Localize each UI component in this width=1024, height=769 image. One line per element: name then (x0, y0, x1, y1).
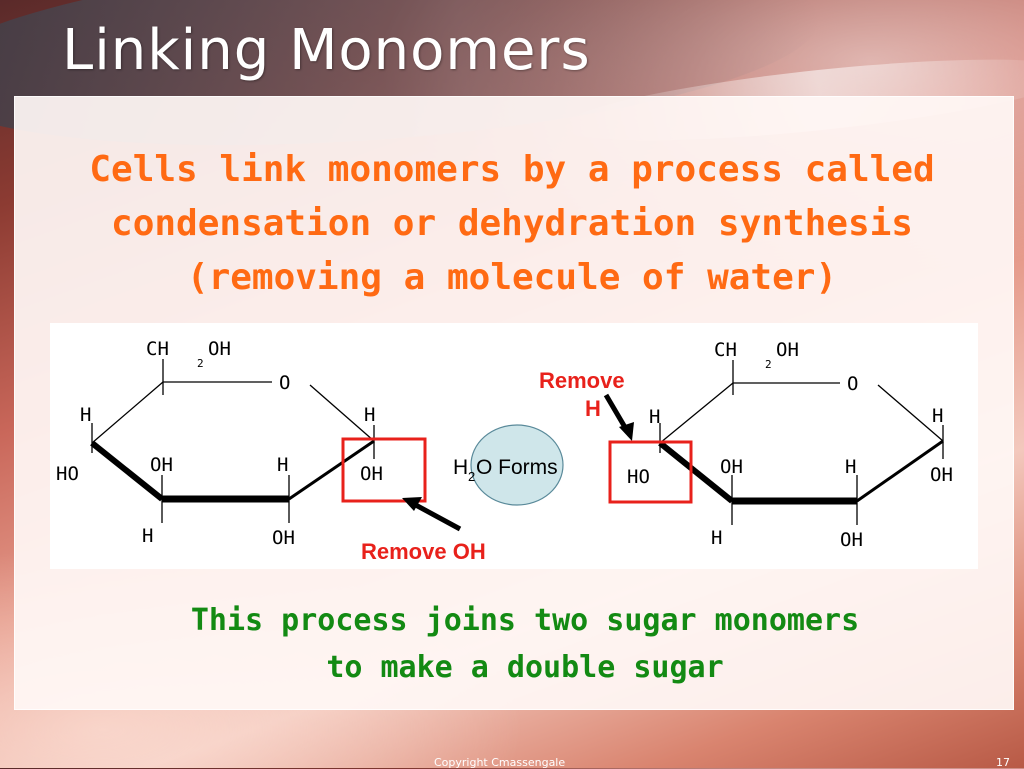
slide-title: Linking Monomers (62, 18, 591, 83)
diagram-svg: CH 2 OH O H H HO OH H OH H OH (56, 338, 953, 564)
right-bond-c5-c4 (659, 382, 734, 444)
right-ch2oh-subscript: 2 (765, 358, 772, 371)
remove-h-label-line1: Remove (539, 368, 625, 393)
left-bond-c4-c3 (90, 440, 164, 502)
water-bubble-shape (470, 424, 564, 506)
right-glucose-molecule: CH 2 OH O H H HO OH H OH H OH (608, 339, 953, 551)
page-number: 17 (996, 756, 1010, 769)
right-h-mid-label: H (845, 456, 856, 478)
right-remove-h-box (608, 440, 693, 504)
remove-h-callout: Remove H (539, 368, 634, 441)
right-ch2oh-label: CH (714, 339, 737, 361)
right-h-upper-left: H (649, 406, 660, 428)
heading-line-1: Cells link monomers by a process called (89, 149, 935, 190)
heading-line-2: condensation or dehydration synthesis (111, 203, 913, 244)
right-bond-o-c1 (877, 384, 944, 442)
caption-line-2: to make a double sugar (326, 650, 724, 685)
left-ring-oxygen: O (279, 372, 290, 394)
right-bond-c4-c3 (658, 440, 734, 504)
left-ch2oh-oh: OH (208, 338, 231, 360)
heading-line-3: (removing a molecule of water) (186, 257, 838, 298)
left-bond-c5-c4 (91, 381, 164, 444)
left-glucose-molecule: CH 2 OH O H H HO OH H OH H OH (56, 338, 427, 549)
copyright-footer: Copyright Cmassengale (434, 756, 566, 769)
remove-oh-arrow-head (402, 497, 422, 511)
left-h-upper-left: H (80, 404, 91, 426)
right-oh-bottom-label: OH (840, 529, 863, 551)
water-subscript: 2 (468, 469, 475, 484)
left-oh-bottom-label: OH (272, 527, 295, 549)
left-ch2oh-subscript: 2 (197, 357, 204, 370)
remove-oh-arrow-shaft (410, 500, 462, 532)
right-ring-oxygen: O (847, 373, 858, 395)
remove-oh-label: Remove OH (361, 539, 486, 564)
left-bond-c2-c1 (288, 439, 375, 501)
remove-oh-callout: Remove OH (361, 497, 486, 564)
caption-line-1: This process joins two sugar monomers (190, 603, 860, 638)
right-bond-c2-c1 (856, 439, 944, 503)
right-ch2oh-oh: OH (776, 339, 799, 361)
water-forms-label: O Forms (476, 456, 558, 479)
caption-text: This process joins two sugar monomers to… (0, 597, 1024, 691)
heading-text: Cells link monomers by a process called … (0, 143, 1024, 305)
right-oh-mid-label: OH (720, 456, 743, 478)
right-oh-right-label: OH (930, 464, 953, 486)
water-h-label: H (453, 456, 468, 479)
dehydration-synthesis-diagram: CH 2 OH O H H HO OH H OH H OH (50, 323, 978, 569)
left-oh-boxed-label: OH (360, 463, 383, 485)
left-remove-oh-box (341, 437, 427, 503)
left-oh-mid-label: OH (150, 454, 173, 476)
left-h-mid-label: H (277, 454, 288, 476)
left-bond-o-c1 (309, 384, 375, 442)
left-h-upper-right: H (364, 404, 375, 426)
remove-h-arrow-shaft (603, 393, 629, 431)
water-forms-bubble: H 2 O Forms (453, 424, 564, 506)
left-ho-label: HO (56, 463, 79, 485)
remove-h-label-line2: H (585, 396, 601, 421)
right-h-upper-right: H (932, 405, 943, 427)
remove-h-arrow-head (619, 422, 634, 441)
left-h-bottom-label: H (142, 525, 153, 547)
right-h-bottom-label: H (711, 527, 722, 549)
left-ch2oh-label: CH (146, 338, 169, 360)
right-ho-boxed-label: HO (627, 466, 650, 488)
